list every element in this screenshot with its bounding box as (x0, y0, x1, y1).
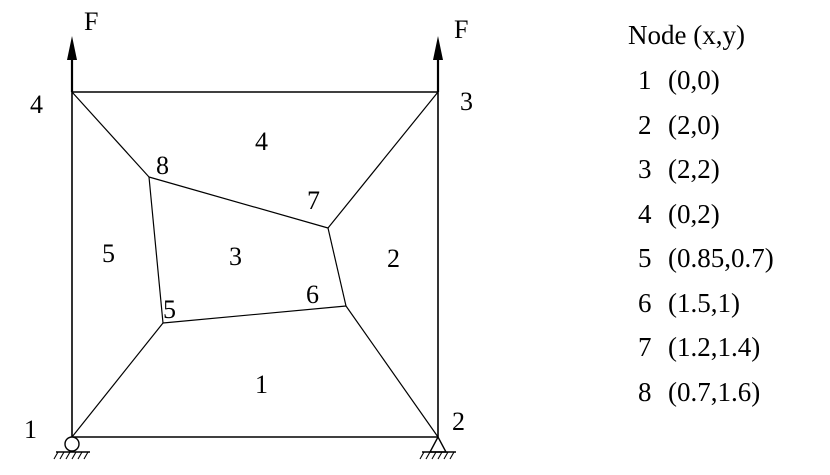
edge-6-7 (327, 227, 347, 307)
node-number: 6 (638, 287, 652, 318)
edge-5-6 (162, 305, 347, 324)
element-label-2: 2 (387, 244, 400, 273)
load-label-left: F (84, 7, 98, 36)
element-label-1: 1 (255, 370, 268, 399)
node-coords: (1.5,1) (668, 287, 740, 318)
node-table-row: 8 (0.7,1.6) (628, 370, 828, 415)
node-label-6: 6 (306, 280, 319, 309)
node-label-2: 2 (452, 407, 465, 436)
node-table-row: 1 (0,0) (628, 58, 828, 103)
edge-3-7 (327, 91, 439, 229)
node-number: 2 (638, 109, 652, 140)
edge-4-8 (71, 91, 150, 178)
edge-7-8 (148, 176, 329, 229)
node-label-3: 3 (460, 87, 473, 116)
edge-2-6 (345, 305, 439, 438)
mesh-diagonals (71, 91, 439, 438)
mesh-outer-boundary (71, 91, 439, 438)
node-label-8: 8 (156, 151, 169, 180)
element-label-5: 5 (102, 239, 115, 268)
node-table-row: 5 (0.85,0.7) (628, 236, 828, 281)
node-coords: (2,2) (668, 154, 720, 184)
arrow-head-icon (67, 36, 77, 60)
node-coords: (0.85,0.7) (668, 243, 774, 273)
triangle-support-icon (419, 435, 456, 460)
node-label-7: 7 (307, 186, 320, 215)
node-number: 3 (638, 154, 652, 184)
element-label-4: 4 (255, 127, 268, 156)
node-coords: (1.2,1.4) (668, 332, 761, 362)
node-coords: (0.7,1.6) (668, 376, 761, 407)
node-number: 4 (638, 198, 652, 229)
node-number: 8 (638, 376, 652, 407)
load-arrow-node-4 (67, 36, 77, 92)
node-coords: (0,2) (668, 198, 720, 229)
pin-support-icon (53, 436, 90, 460)
node-labels: 1 2 3 4 5 6 7 8 (24, 87, 473, 444)
edge-1-5 (71, 322, 164, 438)
node-coordinates-table: Node (x,y) 1 (0,0) 2 (2,0) 3 (2,2) 4 (0,2) 5… (628, 12, 828, 414)
node-number: 5 (638, 243, 652, 273)
load-arrow-node-3 (433, 36, 443, 92)
node-coords: (0,0) (668, 65, 720, 95)
node-coords: (2,0) (668, 109, 720, 140)
node-number: 1 (638, 65, 652, 95)
mesh-inner-quad (148, 176, 347, 324)
element-label-3: 3 (229, 242, 242, 271)
load-label-right: F (454, 15, 468, 44)
node-number: 7 (638, 332, 652, 362)
node-label-4: 4 (30, 90, 43, 119)
node-table-row: 6 (1.5,1) (628, 281, 828, 326)
edge-8-5 (148, 176, 164, 324)
node-table-row: 3 (2,2) (628, 147, 828, 192)
element-labels: 1 2 3 4 5 (102, 127, 400, 399)
node-table-row: 7 (1.2,1.4) (628, 325, 828, 370)
node-label-5: 5 (163, 295, 176, 324)
node-label-1: 1 (24, 415, 37, 444)
arrow-head-icon (433, 36, 443, 60)
node-table-header: Node (x,y) (628, 20, 745, 50)
node-table-row: 4 (0,2) (628, 192, 828, 237)
node-table-row: 2 (2,0) (628, 103, 828, 148)
